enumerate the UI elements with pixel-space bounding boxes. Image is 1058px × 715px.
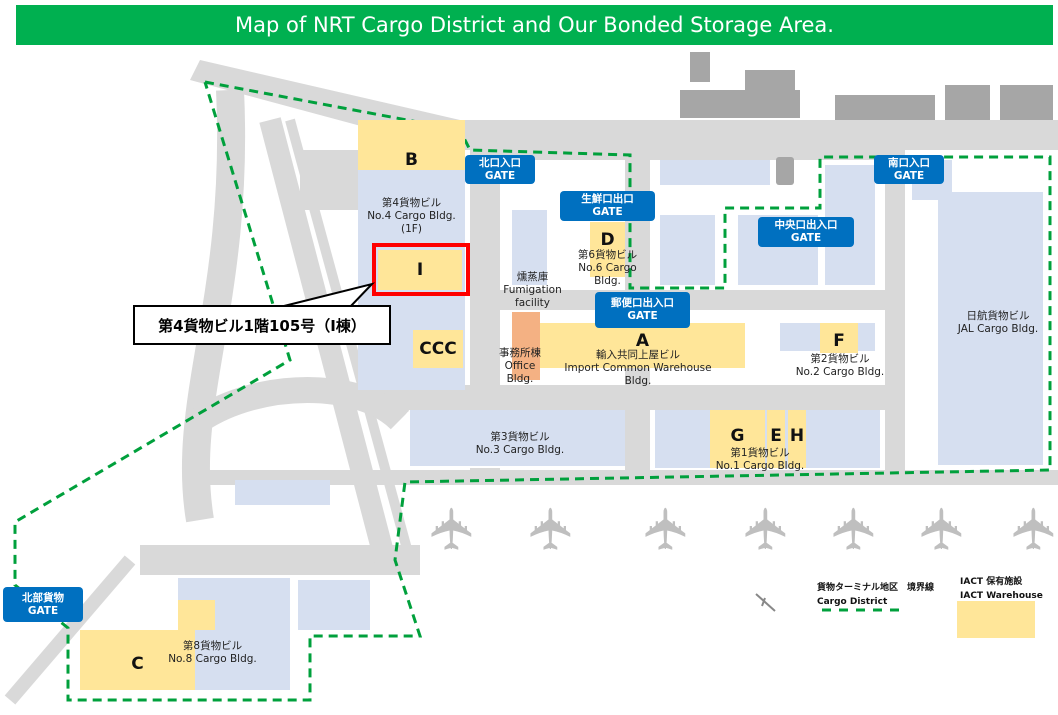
warehouse-c-annex [178,600,215,630]
wind-sock-icon [755,593,776,612]
airplane-icon: ✈ [517,504,586,554]
building-block [660,215,715,285]
warehouse-h: H [788,410,806,468]
warehouse-g-label: G [730,426,745,446]
office-building [512,312,540,380]
building-dark [776,157,794,185]
warehouse-a-label: A [635,331,650,351]
road-top [500,150,900,160]
warehouse-f-label: F [833,331,845,351]
airplane-icon: ✈ [1000,505,1058,554]
building-jal [938,192,1043,465]
building-no3 [410,410,625,466]
road-exit [4,555,136,705]
warehouse-i[interactable]: I [378,250,462,290]
building-block [660,160,770,185]
legend-warehouse-swatch [957,601,1035,638]
warehouse-d-label: D [600,230,615,250]
warehouse-e: E [767,410,785,468]
airplane-icon: ✈ [820,504,889,554]
road-vertical-east [885,150,905,480]
airplane-icon: ✈ [908,504,977,554]
warehouse-ccc-label: CCC [419,339,457,359]
map-title: Map of NRT Cargo District and Our Bonded… [16,5,1053,45]
warehouse-h-label: H [789,426,805,446]
highlight-frame [372,243,470,296]
airplane-icon: ✈ [732,504,801,554]
warehouse-f: F [820,323,858,353]
warehouse-ccc: CCC [413,330,463,368]
warehouse-e-label: E [770,426,782,446]
warehouse-b: B [358,120,465,170]
building-no8 [178,578,290,690]
warehouse-a: A [540,323,745,368]
warehouse-g: G [710,410,765,468]
airplane-icon: ✈ [418,504,487,554]
building-block [235,480,330,505]
building-block [298,580,370,630]
building-block [512,210,547,285]
warehouse-b-label: B [405,150,418,170]
warehouse-c: C [80,630,195,690]
airplane-icon: ✈ [632,504,701,554]
warehouse-d: D [590,222,625,277]
warehouse-c-label: C [131,654,144,674]
warehouse-i-label: I [416,260,424,280]
location-callout: 第4貨物ビル1階105号（I棟） [133,305,391,345]
